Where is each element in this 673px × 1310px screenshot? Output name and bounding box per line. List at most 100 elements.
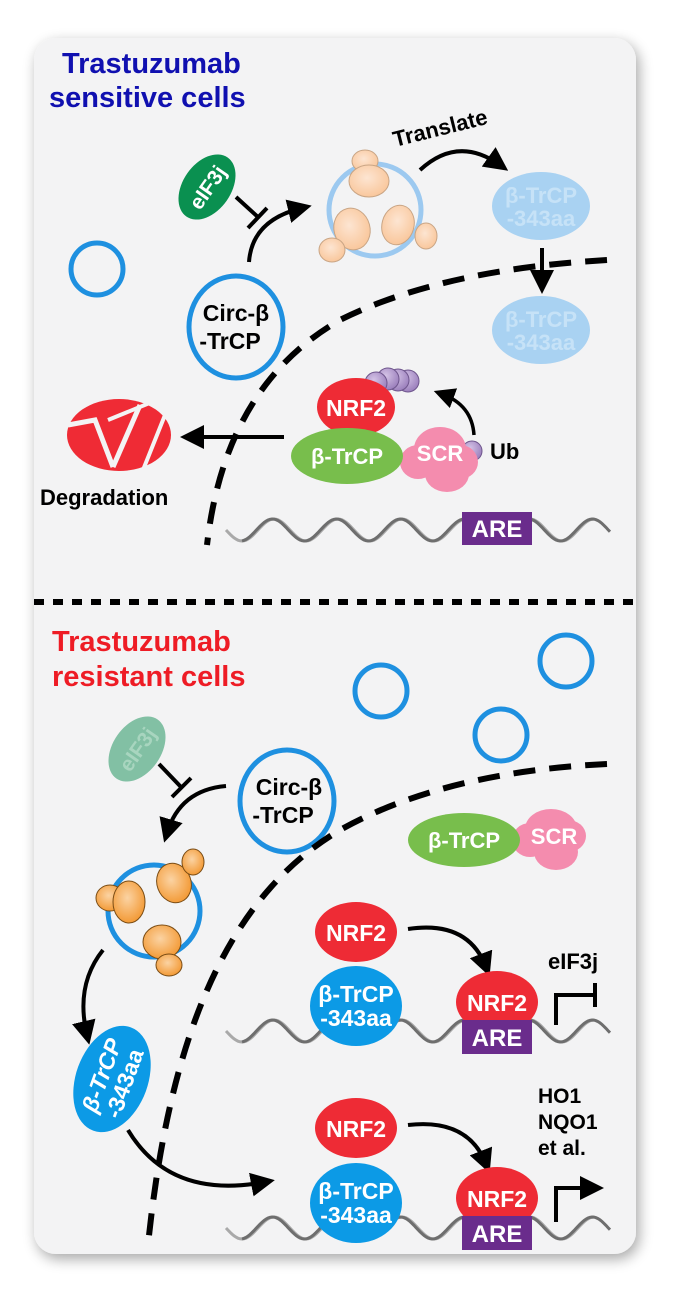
ribosome-small-subunit-icon <box>155 953 183 977</box>
proteasome-degradation-icon <box>67 399 171 471</box>
are-label: ARE <box>472 516 523 543</box>
eif3j-ellipse-icon <box>178 154 236 220</box>
binding-arrow <box>407 1122 493 1174</box>
sensitive-cells-section: Trastuzumab sensitive cells eIF3j Circ-β… <box>40 48 612 546</box>
btrcp343-faded-label-line1: β-TrCP <box>505 183 577 208</box>
target-gene-label: eIF3j <box>548 949 598 974</box>
circ-btrcp-label-line2: -TrCP <box>252 802 313 828</box>
are-label: ARE <box>472 1221 523 1248</box>
translation-arrow <box>159 784 227 843</box>
promoter-inhibit-line <box>554 993 593 1025</box>
ribosome-complex-active <box>95 848 205 977</box>
nrf2-label: NRF2 <box>326 1116 386 1142</box>
resistant-cells-section: Trastuzumab resistant cells eIF3j Circ-β… <box>52 626 612 1250</box>
ribosome-large-subunit-icon <box>333 207 371 251</box>
ub-label: Ub <box>490 439 519 464</box>
ribosome-small-subunit-icon <box>318 237 346 263</box>
ribosome-large-subunit-icon <box>142 924 182 960</box>
nuclear-membrane-dashed <box>204 257 608 546</box>
btrcp343-ellipse-icon <box>310 1163 402 1243</box>
translate-arrow <box>418 147 509 172</box>
btrcp-ellipse-icon <box>291 428 403 484</box>
dna-strand <box>241 517 612 543</box>
dna-strand <box>241 1018 612 1044</box>
btrcp343-label-line2: -343aa <box>320 1005 392 1031</box>
nrf2-label: NRF2 <box>326 920 386 946</box>
inhibition-bar-icon <box>170 776 193 799</box>
section-title-line1: Trastuzumab <box>52 626 231 658</box>
ribosome-large-subunit-icon <box>156 862 192 904</box>
bound-nrf2-label: NRF2 <box>467 990 527 1016</box>
promoter-activation-arrow <box>554 1176 604 1222</box>
binding-arrow <box>407 925 493 977</box>
bound-nrf2-ellipse-icon <box>456 971 538 1033</box>
btrcp-label: β-TrCP <box>311 444 383 469</box>
dna-helix <box>224 517 612 543</box>
section-title-line1: Trastuzumab <box>62 48 241 80</box>
circrna-circle-icon <box>537 632 595 690</box>
ubiquitination-arrow <box>433 388 476 436</box>
degradation-label: Degradation <box>40 485 168 510</box>
inhibition-line <box>157 762 183 789</box>
scr-blob-icon <box>400 445 436 479</box>
btrcp-ellipse-icon <box>408 813 520 867</box>
circ-btrcp-label-line1: Circ-β <box>203 300 269 326</box>
nuclear-import-arrow <box>126 1128 275 1197</box>
btrcp343-label-line1: β-TrCP <box>318 1178 393 1204</box>
ribosome-large-subunit-icon <box>112 880 146 924</box>
btrcp343-rotated: β-TrCP -343aa <box>73 1025 151 1133</box>
nrf2-ellipse-icon <box>317 378 395 436</box>
btrcp343-label-line2: -343aa <box>320 1202 392 1228</box>
nrf2-ellipse-icon <box>315 902 397 962</box>
eif3j-protein-faded: eIF3j <box>108 716 166 782</box>
ribosome-small-subunit-icon <box>181 848 205 876</box>
ribosome-large-subunit-icon <box>381 204 415 246</box>
circrna-circle-icon <box>352 662 410 720</box>
dna-strand <box>241 1215 612 1241</box>
ribosome-complex <box>318 149 438 263</box>
ribosome-small-subunit-icon <box>414 222 438 250</box>
btrcp343-nuclear-faded-label-line2: -343aa <box>507 330 576 355</box>
translation-arrow <box>247 199 312 263</box>
circ-btrcp-ring-icon <box>186 273 286 381</box>
nuclear-membrane-dashed <box>145 761 608 1246</box>
circrna-circle-icon <box>68 240 126 298</box>
circ-btrcp-ring-icon <box>237 747 337 855</box>
btrcp343-ellipse-icon <box>310 966 402 1046</box>
section-title-line2: sensitive cells <box>49 82 246 114</box>
dna-helix <box>224 1018 612 1044</box>
are-box-icon <box>462 1020 532 1054</box>
scr-blob-icon <box>425 456 469 492</box>
btrcp343-faded-label-line2: -343aa <box>507 206 576 231</box>
scr-blob-icon <box>512 823 548 857</box>
btrcp343-nuclear-faded-label-line1: β-TrCP <box>505 307 577 332</box>
target-gene-line1: HO1 <box>538 1085 582 1108</box>
dna-helix <box>224 1215 612 1241</box>
scr-complex <box>400 427 478 492</box>
circ-btrcp-label-line1: Circ-β <box>256 774 322 800</box>
circ-btrcp-label-line2: -TrCP <box>199 328 260 354</box>
bound-nrf2-label: NRF2 <box>467 1186 527 1212</box>
bound-nrf2-ellipse-icon <box>456 1167 538 1229</box>
ribosome-large-subunit-icon <box>348 164 390 198</box>
eif3j-faded-ellipse-icon <box>108 716 166 782</box>
are-label: ARE <box>472 1025 523 1052</box>
section-title-line2: resistant cells <box>52 661 245 693</box>
target-gene-line3: et al. <box>538 1137 586 1160</box>
circrna-circle-icon <box>472 706 530 764</box>
nrf2-ellipse-icon <box>315 1098 397 1158</box>
btrcp343-ellipse-icon <box>73 1025 151 1133</box>
are-box-icon <box>462 1216 532 1250</box>
scr-complex <box>512 809 586 870</box>
btrcp343-label-line1: β-TrCP <box>318 981 393 1007</box>
btrcp343-nuclear-faded-ellipse-icon <box>492 296 590 364</box>
target-gene-line2: NQO1 <box>538 1111 598 1134</box>
scr-label: SCR <box>417 441 464 466</box>
nrf2-complex-1: β-TrCP -343aa NRF2 NRF2 ARE eIF3j <box>224 902 612 1054</box>
inhibition-line <box>234 195 261 220</box>
inhibition-bar-icon <box>246 206 269 230</box>
btrcp-label: β-TrCP <box>428 828 500 853</box>
scr-label: SCR <box>531 824 578 849</box>
are-box-icon <box>462 512 532 545</box>
